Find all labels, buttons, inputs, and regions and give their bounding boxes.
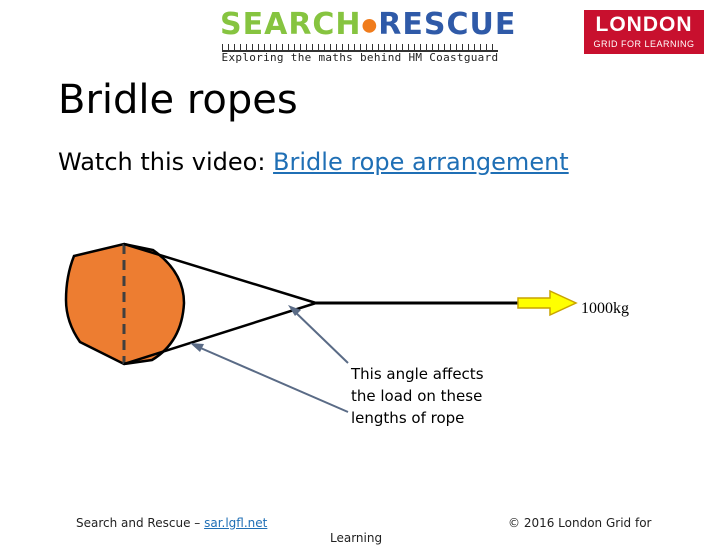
load-weight-label: 1000kg [581,300,629,317]
location-pin-icon: ● [361,14,379,36]
logo-ruler-decoration [222,42,498,52]
logo-word-search: SEARCH [220,7,362,42]
footer-copyright-continued: Learning [330,531,383,545]
slide-title: Bridle ropes [58,77,298,123]
london-grid-logo: LONDON GRID FOR LEARNING [584,10,704,54]
bridle-rope-lower [123,301,317,366]
pointer-arrowhead-lower [190,343,204,352]
video-link[interactable]: Bridle rope arrangement [273,148,569,176]
logo-word-rescue: RESCUE [378,7,517,42]
video-instruction-text: Watch this video: [58,148,274,176]
footer-credit-text: Search and Rescue – [76,516,205,530]
logo-wordmark: SEARCH●RESCUE [220,7,515,43]
lgfl-logo-subtitle: GRID FOR LEARNING [593,39,695,49]
angle-annotation: This angle affects the load on these len… [351,365,484,427]
search-rescue-logo: SEARCH●RESCUE Exploring the maths behind… [220,7,515,65]
bridle-rope-upper [123,242,317,305]
footer-copyright: © 2016 London Grid for [508,516,652,530]
force-arrow [517,289,578,317]
pointer-to-upper-rope [291,308,349,364]
video-instruction: Watch this video: Bridle rope arrangemen… [58,145,569,179]
hull-circle [64,242,186,366]
pointer-arrowhead-upper [288,305,301,316]
footer-credit: Search and Rescue – sar.lgfl.net [76,515,267,531]
footer-site-link[interactable]: sar.lgfl.net [204,516,268,530]
lgfl-logo-title: LONDON [595,13,693,36]
pointer-to-lower-rope [195,345,349,413]
logo-tagline: Exploring the maths behind HM Coastguard [221,51,499,64]
